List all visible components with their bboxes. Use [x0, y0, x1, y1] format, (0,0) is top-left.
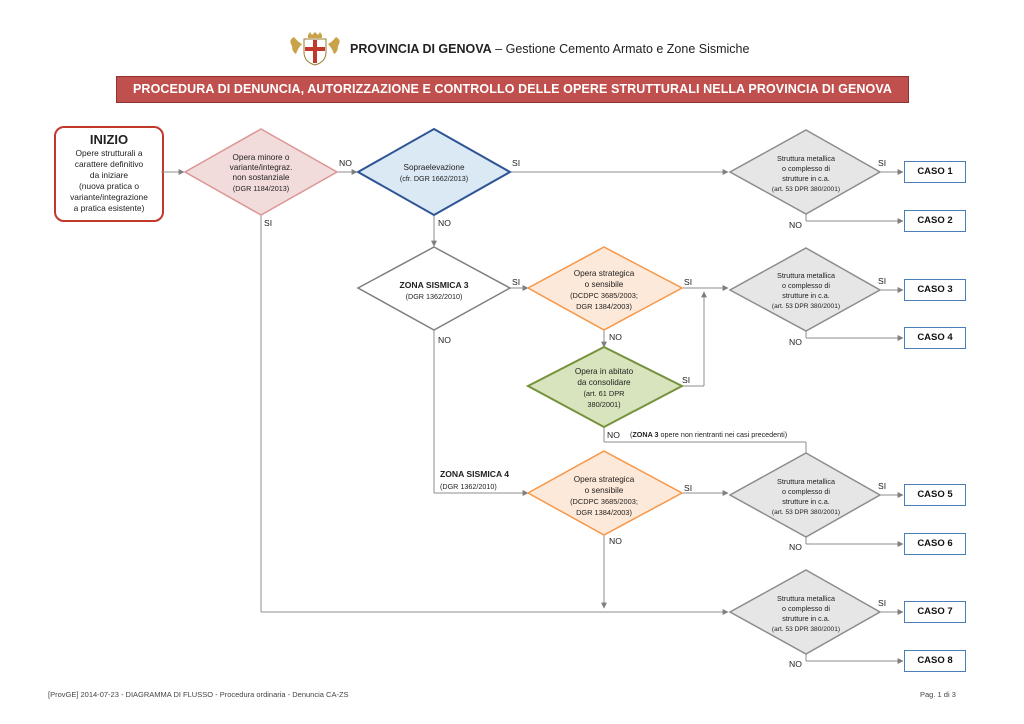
struttura2-line4: (art. 53 DPR 380/2001) — [772, 303, 840, 310]
decision-struttura-4 — [728, 569, 882, 655]
struttura1-line1: Struttura metallica — [777, 154, 835, 163]
org-name: PROVINCIA DI GENOVA — [350, 42, 492, 56]
zona4-ref: (DGR 1362/2010) — [440, 482, 497, 491]
header-separator: – — [491, 42, 506, 56]
opera-minore-line4: (DGR 1184/2013) — [233, 184, 289, 193]
struttura1-line2: o complesso di — [782, 164, 830, 173]
decision-opera-strategica-a — [526, 246, 684, 331]
page-header: PROVINCIA DI GENOVA – Gestione Cemento A… — [288, 32, 749, 66]
struttura1-line4: (art. 53 DPR 380/2001) — [772, 186, 840, 193]
footer-doc-info: [ProvGE] 2014-07-23 - DIAGRAMMA DI FLUSS… — [48, 690, 349, 699]
label-si-strat-a: SI — [684, 277, 692, 287]
case-6-box: CASO 6 — [904, 533, 966, 555]
decision-struttura-2 — [728, 247, 882, 332]
label-si-s3: SI — [878, 481, 886, 491]
struttura2-line1: Struttura metallica — [777, 271, 835, 280]
struttura3-line2: o complesso di — [782, 487, 830, 496]
case-3-box: CASO 3 — [904, 279, 966, 301]
label-si-s1: SI — [878, 158, 886, 168]
struttura4-line1: Struttura metallica — [777, 594, 835, 603]
struttura3-line1: Struttura metallica — [777, 477, 835, 486]
strat-a-line3: (DCDPC 3685/2003; — [570, 291, 638, 300]
header-subtitle: Gestione Cemento Armato e Zone Sismiche — [505, 42, 750, 56]
label-no-s3: NO — [789, 542, 802, 552]
decision-opera-minore — [183, 128, 339, 216]
label-no-sopra: NO — [438, 218, 451, 228]
page-title: PROCEDURA DI DENUNCIA, AUTORIZZAZIONE E … — [116, 76, 909, 103]
label-si-abitato: SI — [682, 375, 690, 385]
opera-minore-line3: non sostanziale — [233, 173, 290, 182]
abitato-line1: Opera in abitato — [575, 367, 634, 376]
case-2-box: CASO 2 — [904, 210, 966, 232]
strat-b-line1: Opera strategica — [574, 475, 635, 484]
decision-zona-sismica-3 — [356, 246, 512, 331]
label-si-s2: SI — [878, 276, 886, 286]
branch-labels: NO SI SI NO SI NO SI NO SI NO SI NO SI N… — [264, 158, 886, 669]
zona3-ref: (DGR 1362/2010) — [406, 292, 463, 301]
label-no-strat-a: NO — [609, 332, 622, 342]
label-si-strat-b: SI — [684, 483, 692, 493]
label-no-strat-b: NO — [609, 536, 622, 546]
struttura2-line3: strutture in c.a. — [782, 291, 830, 300]
strat-a-line2: o sensibile — [585, 280, 624, 289]
decision-struttura-3 — [728, 452, 882, 538]
zona3-note: (ZONA 3 opere non rientranti nei casi pr… — [630, 430, 787, 439]
header-text: PROVINCIA DI GENOVA – Gestione Cemento A… — [350, 42, 749, 56]
case-5-box: CASO 5 — [904, 484, 966, 506]
label-no-zona3: NO — [438, 335, 451, 345]
case-1-box: CASO 1 — [904, 161, 966, 183]
case-8-box: CASO 8 — [904, 650, 966, 672]
abitato-line4: 380/2001) — [587, 400, 620, 409]
struttura3-line4: (art. 53 DPR 380/2001) — [772, 509, 840, 516]
sopra-line2: (cfr. DGR 1662/2013) — [400, 174, 468, 183]
label-si-zona3: SI — [512, 277, 520, 287]
struttura3-line3: strutture in c.a. — [782, 497, 830, 506]
zona4-title: ZONA SISMICA 4 — [440, 469, 509, 479]
label-no-s4: NO — [789, 659, 802, 669]
opera-minore-line1: Opera minore o — [233, 153, 290, 162]
strat-b-line4: DGR 1384/2003) — [576, 508, 632, 517]
label-no-abitato: NO — [607, 430, 620, 440]
label-no-minore: NO — [339, 158, 352, 168]
start-box: INIZIO Opere strutturali a carattere def… — [54, 126, 164, 222]
strat-b-line3: (DCDPC 3685/2003; — [570, 497, 638, 506]
label-no-s1: NO — [789, 220, 802, 230]
label-si-s4: SI — [878, 598, 886, 608]
opera-minore-line2: variante/integraz. — [230, 163, 293, 172]
label-no-s2: NO — [789, 337, 802, 347]
decision-sopraelevazione — [355, 127, 513, 217]
sopra-line1: Sopraelevazione — [404, 163, 465, 172]
struttura4-line2: o complesso di — [782, 604, 830, 613]
decision-struttura-1 — [728, 129, 882, 215]
strat-a-line4: DGR 1384/2003) — [576, 302, 632, 311]
decision-abitato-consolidare — [525, 345, 685, 429]
struttura1-line3: strutture in c.a. — [782, 174, 830, 183]
start-description: Opere strutturali a carattere definitivo… — [70, 148, 148, 213]
case-7-box: CASO 7 — [904, 601, 966, 623]
struttura4-line3: strutture in c.a. — [782, 614, 830, 623]
genoa-coat-of-arms-icon — [290, 32, 340, 66]
label-si-sopra: SI — [512, 158, 520, 168]
abitato-line2: da consolidare — [577, 378, 631, 387]
label-si-minore: SI — [264, 218, 272, 228]
start-title: INIZIO — [89, 132, 129, 147]
struttura-texts: Struttura metallica o complesso di strut… — [772, 154, 840, 633]
abitato-line3: (art. 61 DPR — [583, 389, 624, 398]
zona3-title: ZONA SISMICA 3 — [399, 280, 468, 290]
struttura4-line4: (art. 53 DPR 380/2001) — [772, 626, 840, 633]
strat-b-line2: o sensibile — [585, 486, 624, 495]
strat-a-line1: Opera strategica — [574, 269, 635, 278]
struttura2-line2: o complesso di — [782, 281, 830, 290]
case-4-box: CASO 4 — [904, 327, 966, 349]
decision-opera-strategica-b — [526, 450, 684, 536]
footer-page-number: Pag. 1 di 3 — [920, 690, 956, 699]
